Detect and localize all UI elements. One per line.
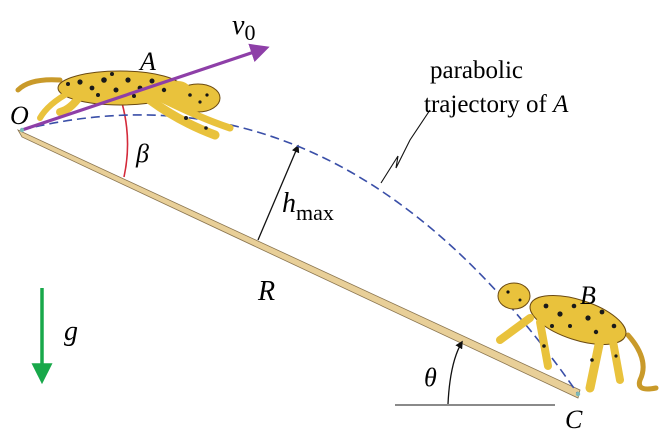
beta-angle-arc (121, 102, 129, 178)
point-C-marker (575, 391, 581, 397)
leaping-leopard-icon (15, 70, 234, 140)
label-B: B (580, 281, 596, 310)
label-R: R (257, 276, 275, 307)
label-v0: v0 (232, 10, 255, 45)
label-beta: β (135, 139, 149, 168)
trajectory-callout-line (380, 109, 431, 184)
trajectory-caption-line2: trajectory of A (424, 91, 569, 118)
label-g: g (64, 316, 78, 347)
label-O: O (10, 101, 29, 130)
hmax-arrow (257, 144, 300, 241)
trajectory-caption-line1: parabolic (430, 57, 523, 84)
label-C: C (565, 405, 583, 432)
label-A: A (138, 47, 156, 76)
velocity-vector-v0 (21, 43, 270, 132)
label-theta: θ (424, 363, 437, 392)
inclined-plane (17, 129, 581, 399)
theta-angle-arc (447, 340, 463, 405)
label-hmax: hmax (282, 188, 334, 225)
point-O-marker (19, 127, 25, 133)
walking-leopard-icon (496, 282, 659, 393)
